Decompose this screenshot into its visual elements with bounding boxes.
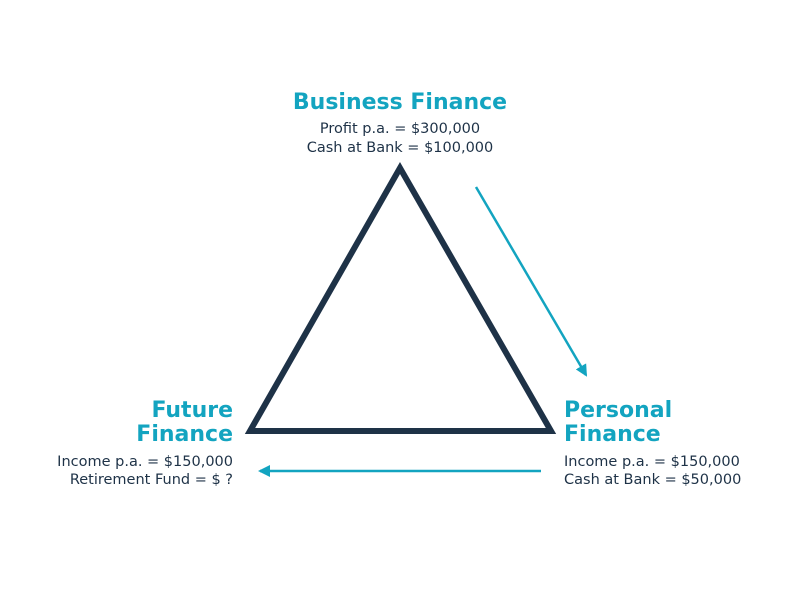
personal-cash-line: Cash at Bank = $50,000 xyxy=(564,472,742,488)
arrow-business-to-personal xyxy=(474,186,588,377)
personal-income-line: Income p.a. = $150,000 xyxy=(564,454,740,470)
finance-triangle xyxy=(244,161,557,434)
business-profit-line: Profit p.a. = $300,000 xyxy=(319,121,481,137)
personal-finance-title-line-1: Personal xyxy=(564,398,673,423)
future-income-line: Income p.a. = $150,000 xyxy=(57,454,233,470)
personal-finance-title-line-2: Finance xyxy=(564,422,661,447)
future-retirement-line: Retirement Fund = $ ? xyxy=(69,472,233,488)
future-finance-title-line-1: Future xyxy=(151,398,233,423)
future-finance-title-line-2: Finance xyxy=(136,422,233,447)
business-cash-line: Cash at Bank = $100,000 xyxy=(306,140,494,156)
business-finance-title: Business Finance xyxy=(292,90,508,115)
